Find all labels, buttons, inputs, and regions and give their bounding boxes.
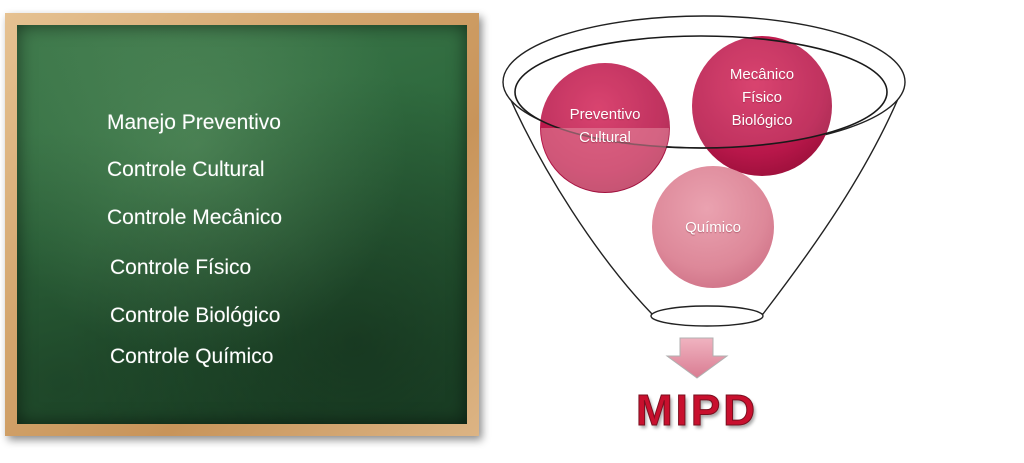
- circle-shade-left: [541, 128, 669, 192]
- board-item-controle-cultural: Controle Cultural: [107, 158, 265, 181]
- board-item-manejo-preventivo: Manejo Preventivo: [107, 111, 281, 134]
- board-item-controle-mecanico: Controle Mecânico: [107, 206, 283, 229]
- funnel-bottom: [650, 305, 764, 327]
- circle-label-preventivo-cultural: Preventivo Cultural: [555, 103, 655, 149]
- down-arrow: [665, 337, 729, 379]
- mipd-title: MIPD: [636, 386, 758, 436]
- chalkboard-surface: [17, 25, 467, 424]
- board-item-controle-quimico: Controle Químico: [110, 345, 274, 368]
- funnel-rim-inner: [514, 35, 888, 149]
- circle-label-line: Cultural: [579, 129, 631, 146]
- circle-quimico: [652, 166, 774, 288]
- chalkboard-frame: [5, 13, 479, 436]
- funnel-diagram: [502, 15, 906, 379]
- circle-mecanico-fisico-biologico: [692, 36, 832, 176]
- board-item-controle-biologico: Controle Biológico: [110, 304, 281, 327]
- circle-label-line: Químico: [685, 219, 741, 236]
- circle-label-quimico: Químico: [663, 216, 763, 239]
- circle-label-line: Físico: [741, 89, 782, 106]
- circle-label-line: Preventivo: [569, 106, 641, 123]
- board-item-controle-fisico: Controle Físico: [110, 256, 252, 279]
- circle-label-line: Mecânico: [729, 66, 795, 83]
- circle-label-mecanico-fisico-biologico: Mecânico Físico Biológico: [712, 63, 812, 132]
- circle-label-line: Biológico: [731, 112, 793, 129]
